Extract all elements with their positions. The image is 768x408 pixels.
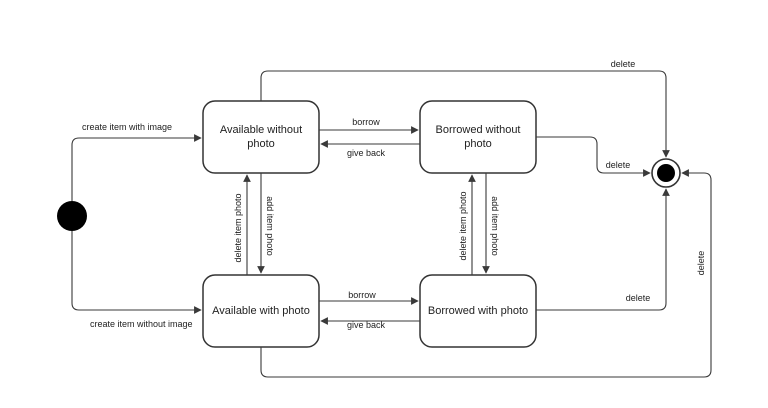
edge-label-delete-available-with: delete xyxy=(696,251,706,276)
state-label-line1: Borrowed without xyxy=(436,124,521,136)
initial-state xyxy=(57,201,87,231)
edge-create-with-image xyxy=(71,134,202,201)
state-label-line1: Available without xyxy=(220,124,302,136)
edge-label-create-item-with-image: create item with image xyxy=(82,122,172,132)
edge-label-create-item-without-image: create item without image xyxy=(90,319,193,329)
edge-delete-borrowed-without xyxy=(536,136,651,177)
edge-delete-borrowed-with xyxy=(536,188,670,311)
state-available-with-photo[interactable]: Available with photo xyxy=(202,274,320,348)
edge-create-without-image xyxy=(71,231,202,314)
edge-label-delete-borrowed-without: delete xyxy=(606,160,631,170)
edge-delete-available-with xyxy=(260,169,712,378)
state-available-without-photo[interactable]: Available without photo xyxy=(202,100,320,174)
edge-label-give-back-top: give back xyxy=(347,148,386,158)
state-borrowed-without-photo[interactable]: Borrowed without photo xyxy=(419,100,537,174)
edge-label-delete-item-photo-right: delete item photo xyxy=(458,191,468,260)
state-label-line2: photo xyxy=(464,138,492,150)
state-label: Available with photo xyxy=(212,305,310,317)
edge-label-borrow-top: borrow xyxy=(352,117,380,127)
edge-delete-top xyxy=(260,70,670,158)
edge-label-add-item-photo-left: add item photo xyxy=(265,196,275,256)
edge-label-delete-top: delete xyxy=(611,59,636,69)
edge-label-add-item-photo-right: add item photo xyxy=(490,196,500,256)
edge-label-delete-borrowed-with: delete xyxy=(626,293,651,303)
state-label: Borrowed with photo xyxy=(428,305,528,317)
edge-label-delete-item-photo-left: delete item photo xyxy=(233,193,243,262)
final-state xyxy=(651,158,681,188)
state-borrowed-with-photo[interactable]: Borrowed with photo xyxy=(419,274,537,348)
state-label-line2: photo xyxy=(247,138,275,150)
edge-label-borrow-bottom: borrow xyxy=(348,290,376,300)
edge-label-give-back-bottom: give back xyxy=(347,320,386,330)
